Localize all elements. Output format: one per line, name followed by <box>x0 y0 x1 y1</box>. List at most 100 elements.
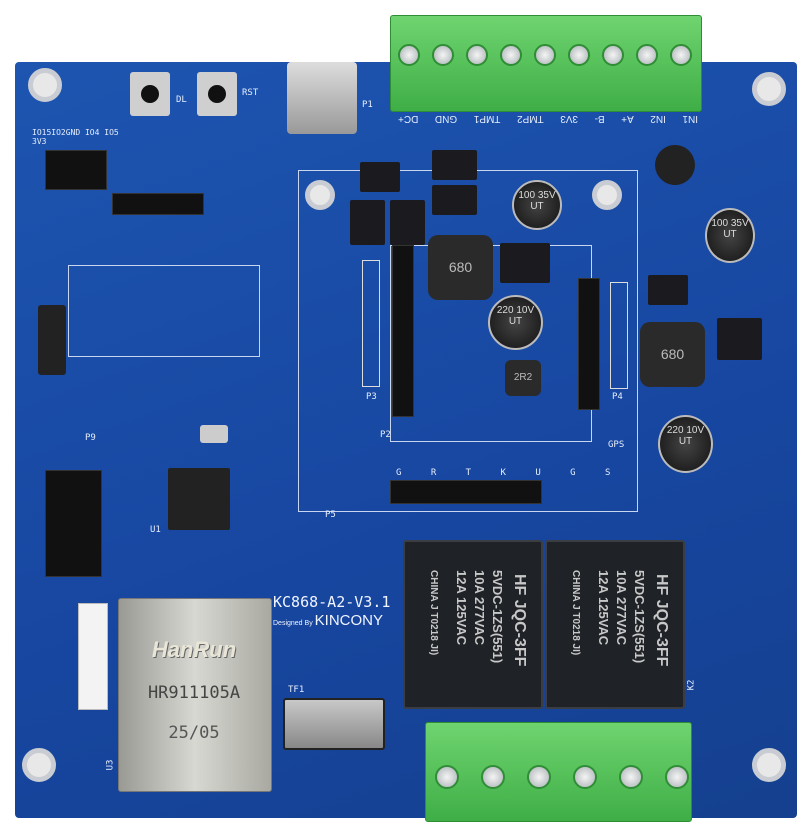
connector-white[interactable] <box>78 603 108 710</box>
dl-label: DL <box>176 95 187 105</box>
ethernet-phy-ic <box>168 468 230 530</box>
designed-by: Designed By <box>273 620 313 627</box>
terminal-screw[interactable] <box>602 44 624 66</box>
relay-rating: 10A 277VAC <box>614 570 629 646</box>
terminal-screw[interactable] <box>432 44 454 66</box>
label-in2: IN2 <box>650 113 666 124</box>
relay-brand: HF <box>653 574 670 596</box>
terminal-screw[interactable] <box>534 44 556 66</box>
p9-label: P9 <box>85 433 96 443</box>
cap-label: 220 10V UT <box>666 425 705 447</box>
relay-coil: 5VDC-1ZS(551) <box>632 570 647 664</box>
inductor: 2R2 <box>505 360 541 396</box>
terminal-screws <box>398 44 698 66</box>
u3-label: U3 <box>105 759 116 771</box>
pin-header-p2 <box>392 245 414 417</box>
inductor-label: 680 <box>660 346 685 362</box>
tvs-diode <box>350 200 385 245</box>
inductor: 680 <box>428 235 493 300</box>
regulator-ic <box>717 318 762 360</box>
terminal-screw[interactable] <box>398 44 420 66</box>
io-header <box>45 150 107 190</box>
terminal-screws <box>435 765 689 789</box>
label-in1: IN1 <box>682 113 698 124</box>
inductor: 680 <box>640 322 705 387</box>
capacitor-220uf: 220 10V UT <box>488 295 543 350</box>
relay-model: JQC-3FF <box>511 599 528 667</box>
pin-header-p5 <box>390 480 542 504</box>
boot-button[interactable] <box>130 72 170 116</box>
p4-label: P4 <box>612 392 623 402</box>
pin-header-p3 <box>362 260 380 387</box>
p5-label: P5 <box>325 510 336 520</box>
io-header-label: IO15IO2GND IO4 IO5 3V3 <box>32 128 119 146</box>
p3-label: P3 <box>366 392 377 402</box>
rst-label: RST <box>242 88 259 98</box>
terminal-screw[interactable] <box>573 765 597 789</box>
reset-button[interactable] <box>197 72 237 116</box>
gpio-labels: G R T K U G S <box>396 468 623 478</box>
inductor-label: 680 <box>448 259 473 275</box>
terminal-screw[interactable] <box>568 44 590 66</box>
power-jack[interactable] <box>45 470 102 577</box>
bottom-terminal-block <box>425 722 692 822</box>
label-a: A+ <box>621 113 634 124</box>
pin-header <box>578 278 600 410</box>
terminal-screw[interactable] <box>619 765 643 789</box>
tf-card-slot[interactable] <box>283 698 385 750</box>
capacitor-220uf: 220 10V UT <box>658 415 713 473</box>
gps-label: GPS <box>608 440 625 450</box>
terminal-screw[interactable] <box>500 44 522 66</box>
label-b: B- <box>594 113 605 124</box>
mounting-hole <box>752 72 786 106</box>
relay-1: HF JQC-3FF 5VDC-1ZS(551) 10A 277VAC 12A … <box>403 540 543 709</box>
p2-label: P2 <box>380 430 391 440</box>
relay-rating: 10A 277VAC <box>472 570 487 646</box>
relay-brand: HF <box>511 574 528 596</box>
terminal-screw[interactable] <box>636 44 658 66</box>
pin-header <box>112 193 204 215</box>
brand-name: KINCONY <box>314 612 383 629</box>
label-sticker <box>38 305 66 375</box>
cap-label: 100 35V UT <box>711 218 749 240</box>
capacitor-100uf: 100 35V UT <box>512 180 562 230</box>
label-3v3: 3V3 <box>560 113 579 124</box>
board-model: KC868-A2-V3.1 <box>273 593 391 611</box>
terminal-screw[interactable] <box>527 765 551 789</box>
relay-rating: 12A 125VAC <box>596 570 611 646</box>
inductor-label: 2R2 <box>513 372 533 383</box>
cap-label: 220 10V UT <box>496 305 535 327</box>
regulator-ic <box>500 243 550 283</box>
label-gnd: GND <box>434 113 458 124</box>
mounting-hole <box>752 748 786 782</box>
k2-label: K2 <box>686 679 697 691</box>
mounting-hole <box>22 748 56 782</box>
terminal-screw[interactable] <box>665 765 689 789</box>
tvs-diode <box>390 200 425 245</box>
diode <box>360 162 400 192</box>
diode <box>432 150 477 180</box>
cap-label: 100 35V UT <box>518 190 556 212</box>
module-outline <box>68 265 260 357</box>
u1-label: U1 <box>150 525 161 535</box>
label-tmp1: TMP1 <box>473 113 501 124</box>
terminal-screw[interactable] <box>481 765 505 789</box>
diode <box>432 185 477 215</box>
ethernet-date: 25/05 <box>168 723 220 743</box>
terminal-screw[interactable] <box>670 44 692 66</box>
ethernet-part: HR911105A <box>147 683 241 703</box>
mounting-hole <box>305 180 335 210</box>
relay-model: JQC-3FF <box>653 599 670 667</box>
ethernet-jack[interactable]: HanRun HR911105A 25/05 <box>118 598 272 792</box>
usb-c-port[interactable] <box>287 62 357 134</box>
capacitor-100uf: 100 35V UT <box>705 208 755 263</box>
relay-rating: 12A 125VAC <box>454 570 469 646</box>
relay-2: HF JQC-3FF 5VDC-1ZS(551) 10A 277VAC 12A … <box>545 540 685 709</box>
terminal-screw[interactable] <box>466 44 488 66</box>
ethernet-brand: HanRun <box>151 637 237 662</box>
label-dc: DC+ <box>398 113 419 124</box>
mounting-hole <box>592 180 622 210</box>
terminal-screw[interactable] <box>435 765 459 789</box>
designer-line: Designed By KINCONY <box>273 613 383 632</box>
